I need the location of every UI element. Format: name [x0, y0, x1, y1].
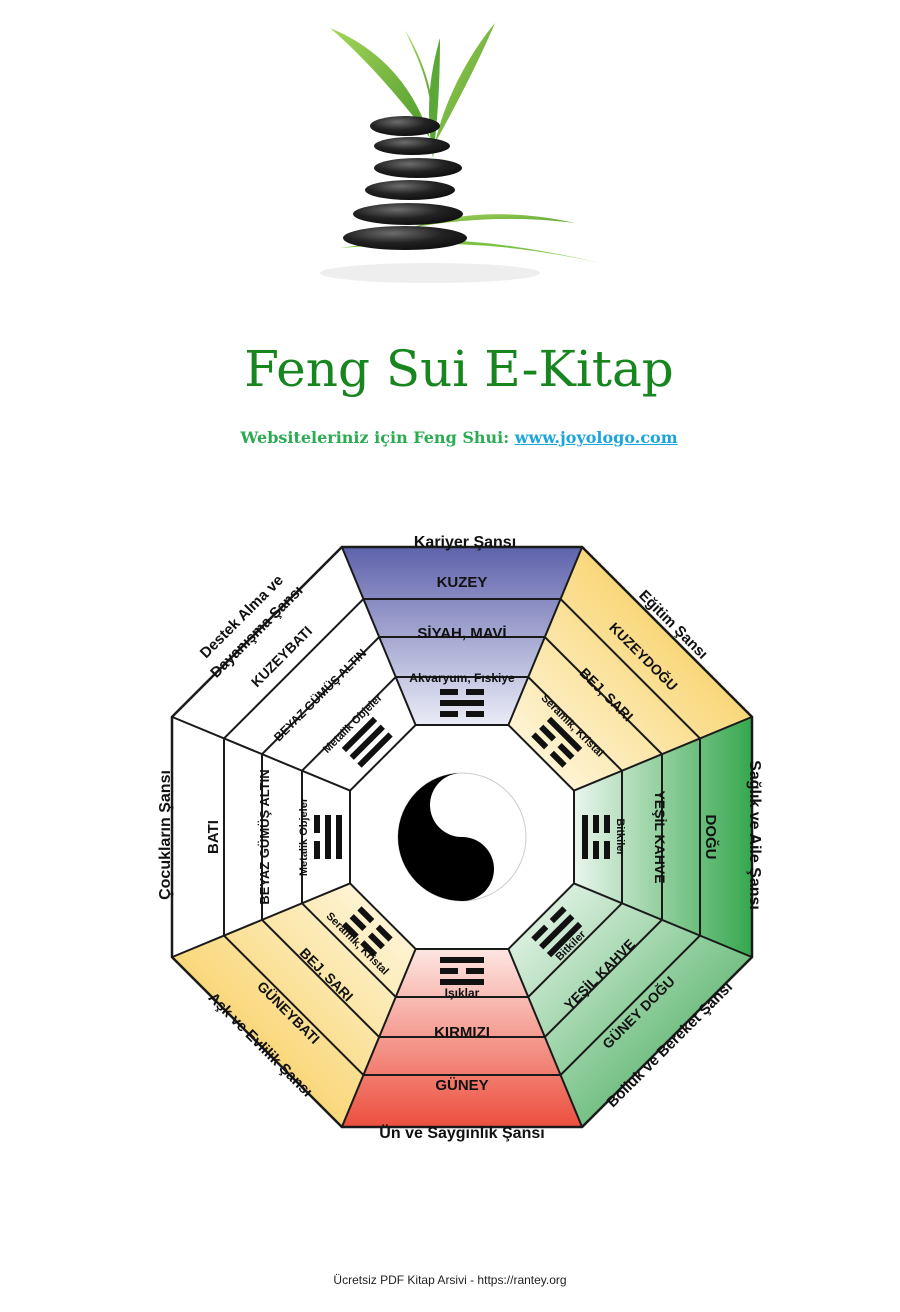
trigram-southeast — [531, 906, 583, 958]
stone-stack — [343, 116, 467, 250]
west-direction: BATI — [205, 820, 222, 854]
west-color: BEYAZ GÜMÜŞ ALTIN — [257, 769, 272, 904]
subtitle: Websiteleriniz için Feng Shui: www.joyol… — [0, 428, 900, 447]
sector-divider — [171, 882, 351, 959]
trigram-southwest — [341, 906, 393, 958]
label-children: Çocukların Şansı — [157, 770, 174, 900]
sector-divider — [507, 948, 584, 1128]
east-direction: DOĞU — [702, 815, 720, 860]
yin-yang-symbol — [397, 772, 527, 902]
bamboo-leaves — [330, 23, 600, 263]
trigram-west — [314, 815, 342, 859]
trigram-north — [440, 689, 484, 717]
website-link[interactable]: www.joyologo.com — [514, 428, 678, 447]
north-color: SİYAH, MAVİ — [417, 625, 506, 642]
south-direction: GÜNEY — [435, 1077, 488, 1094]
sector-divider — [340, 948, 417, 1128]
trigram-northwest — [341, 716, 393, 768]
sector-divider — [507, 546, 584, 726]
trigram-south — [440, 957, 484, 985]
trigrams — [314, 689, 610, 985]
south-color: KIRMIZI — [434, 1024, 490, 1041]
south-element: Işıklar — [445, 986, 480, 1000]
east-element: Bitkiler — [614, 818, 626, 856]
sector-divider — [573, 882, 753, 959]
label-career: Kariyer Şansı — [414, 534, 516, 551]
subtitle-text: Websiteleriniz için Feng Shui: — [240, 428, 515, 447]
label-fame: Ün ve Saygınlık Şansı — [379, 1123, 544, 1142]
north-element: Akvaryum, Fıskiye — [409, 671, 515, 685]
page-footer: Ücretsiz PDF Kitap Arsivi - https://rant… — [333, 1273, 567, 1287]
stone-reflection — [320, 263, 540, 283]
north-direction: KUZEY — [437, 574, 488, 591]
trigram-east — [582, 815, 610, 859]
sector-divider — [340, 546, 417, 726]
octagon-ring-0 — [170, 545, 754, 1129]
bagua-grid-lines — [170, 545, 754, 1129]
page-title: Feng Sui E-Kitap — [244, 340, 674, 398]
zen-stones-image — [320, 23, 600, 283]
label-health: Sağlık ve Aile Şansı — [746, 760, 763, 910]
trigram-northeast — [531, 716, 583, 768]
sector-divider — [171, 715, 351, 792]
sector-divider — [573, 715, 753, 792]
east-color: YEŞİL KAHVE — [652, 790, 668, 883]
west-element: Metalik Objeler — [298, 797, 310, 876]
bagua-diagram: Kariyer Şansı Ün ve Saygınlık Şansı Çocu… — [157, 534, 763, 1142]
